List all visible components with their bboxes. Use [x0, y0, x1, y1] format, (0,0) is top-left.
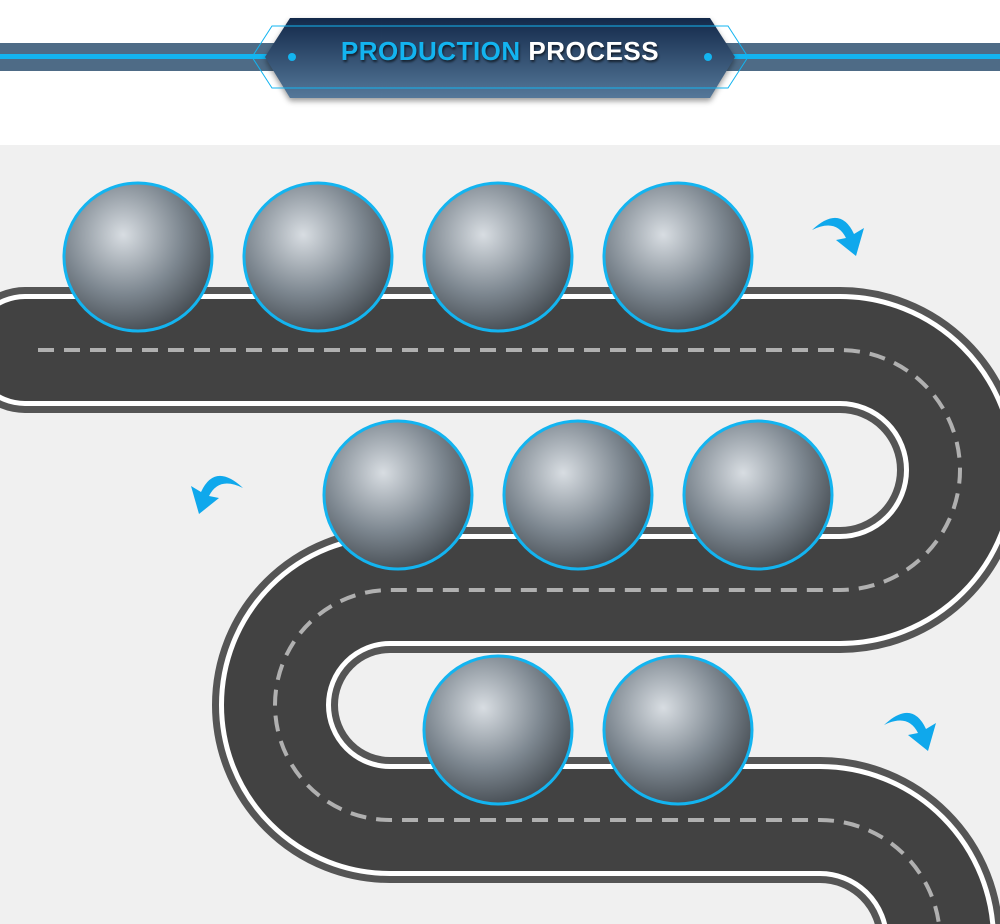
process-photo-7: [682, 419, 834, 571]
curved-arrow-icon: [884, 712, 936, 751]
header-banner: PRODUCTION PROCESS: [0, 0, 1000, 145]
process-photo-9: [602, 654, 754, 806]
process-photo-4: [602, 181, 754, 333]
lane-divider: [38, 348, 962, 924]
banner-graphic: [0, 18, 1000, 98]
title-part-1: PRODUCTION: [340, 36, 521, 66]
process-photo-6: [502, 419, 654, 571]
curved-arrow-icon: [191, 475, 243, 514]
process-photo-1: [62, 181, 214, 333]
process-photo-2: [242, 181, 394, 333]
process-photo-8: [422, 654, 574, 806]
title-part-2: PROCESS: [528, 36, 660, 66]
road: [0, 287, 1000, 924]
page-title: PRODUCTION PROCESS: [250, 36, 750, 67]
process-photo-3: [422, 181, 574, 333]
curved-arrow-icon: [812, 217, 864, 256]
process-photo-5: [322, 419, 474, 571]
process-road-diagram: [0, 145, 1000, 924]
